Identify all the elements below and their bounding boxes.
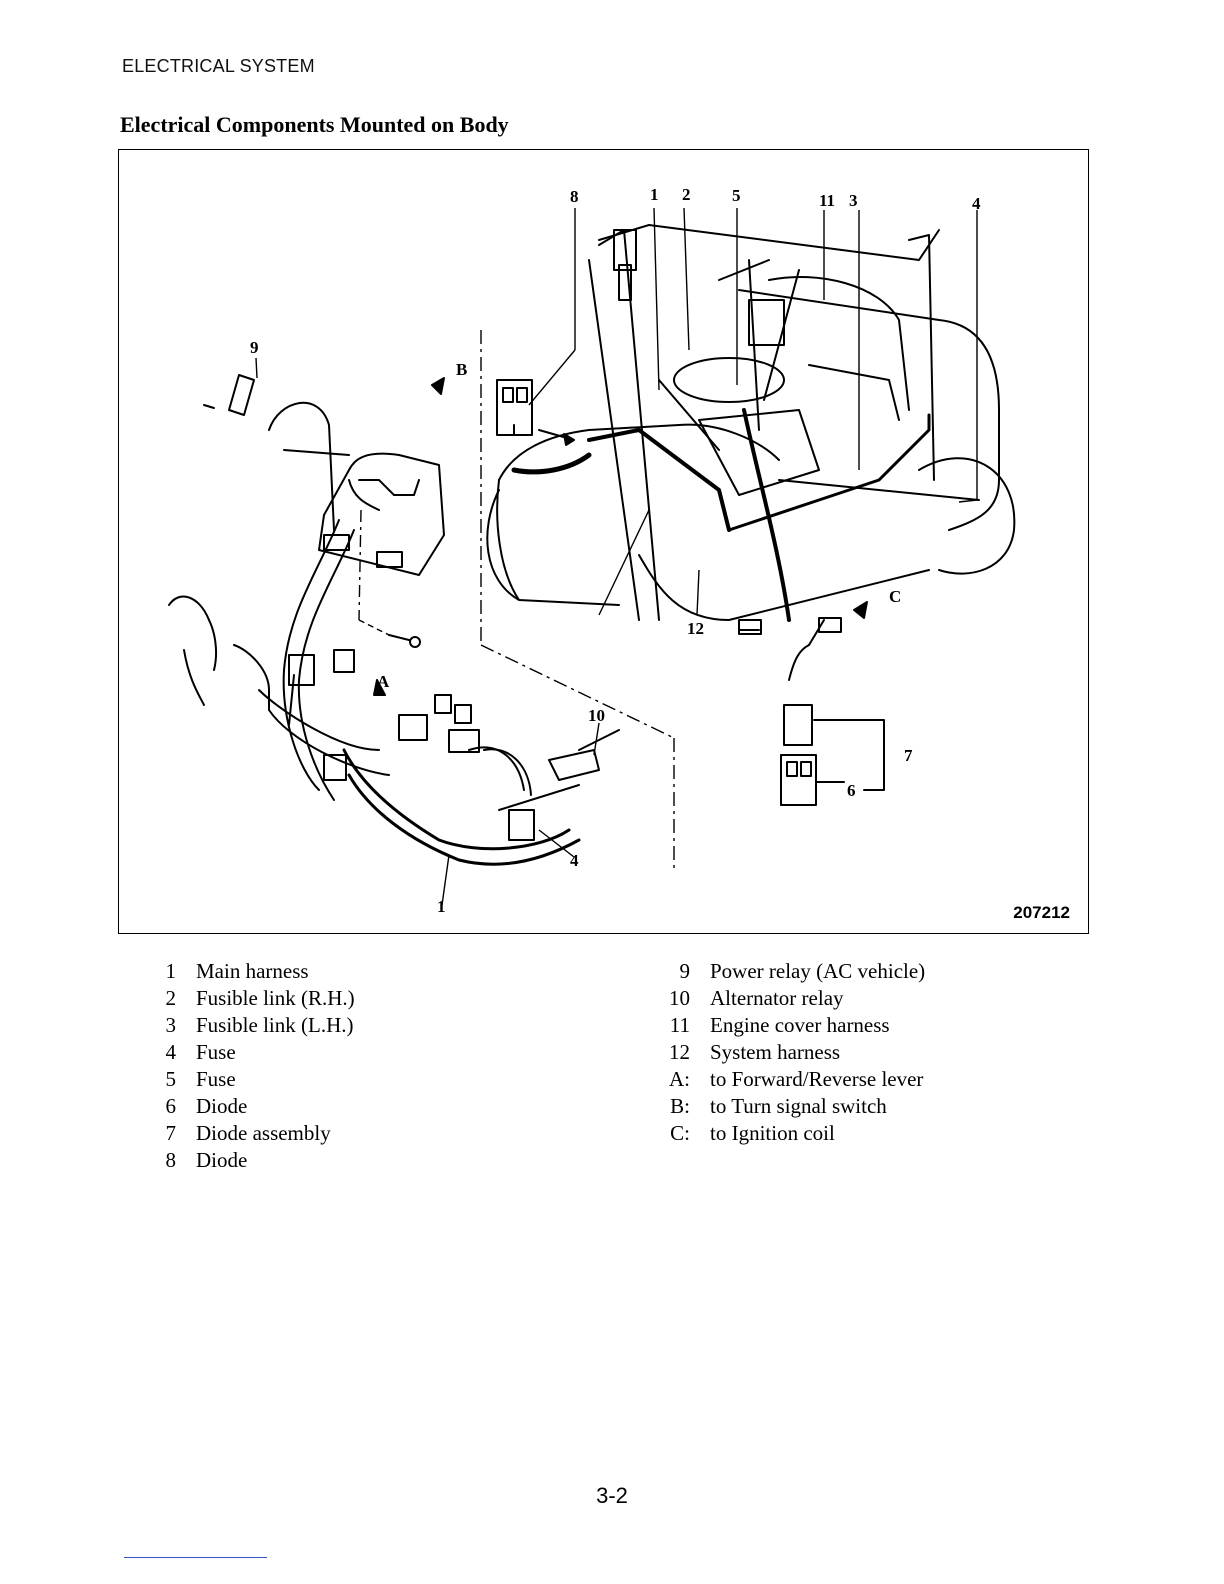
legend-number: 3 bbox=[165, 1013, 177, 1037]
legend-label: Diode bbox=[196, 1094, 248, 1118]
legend-item: 11 Engine cover harness bbox=[650, 1012, 925, 1039]
wiring-diagram-figure: 8 1 2 5 11 3 4 9 B A 10 12 C 7 6 4 1 207… bbox=[118, 149, 1089, 934]
legend-number: 10 bbox=[669, 986, 690, 1010]
callout-1-top: 1 bbox=[650, 185, 659, 204]
legend-number: 4 bbox=[165, 1040, 177, 1064]
legend-item: 1 Main harness bbox=[150, 958, 355, 985]
legend-label: Engine cover harness bbox=[710, 1013, 890, 1037]
callout-4-top: 4 bbox=[972, 194, 981, 213]
legend-label: Alternator relay bbox=[710, 986, 844, 1010]
legend-item: 2 Fusible link (R.H.) bbox=[150, 985, 355, 1012]
callout-a: A bbox=[377, 672, 390, 691]
legend-item: B: to Turn signal switch bbox=[650, 1093, 925, 1120]
callout-7: 7 bbox=[904, 746, 913, 765]
legend-item: 7 Diode assembly bbox=[150, 1120, 355, 1147]
legend-item: 6 Diode bbox=[150, 1093, 355, 1120]
legend-number: 2 bbox=[165, 986, 177, 1010]
legend-label: Diode bbox=[196, 1148, 248, 1172]
legend-item: 12 System harness bbox=[650, 1039, 925, 1066]
legend-number: 8 bbox=[165, 1148, 177, 1172]
callout-6: 6 bbox=[847, 781, 856, 800]
callout-8: 8 bbox=[570, 187, 579, 206]
callout-1-bottom: 1 bbox=[437, 897, 446, 916]
page-number: 3-2 bbox=[596, 1483, 628, 1508]
legend-item: 5 Fuse bbox=[150, 1066, 355, 1093]
legend-number: 1 bbox=[165, 959, 177, 983]
legend-item: 3 Fusible link (L.H.) bbox=[150, 1012, 355, 1039]
section-title: Electrical Components Mounted on Body bbox=[120, 112, 509, 137]
legend-number: 9 bbox=[679, 959, 691, 983]
figure-id: 207212 bbox=[1013, 903, 1070, 922]
legend-label: to Ignition coil bbox=[710, 1121, 835, 1145]
legend-label: Power relay (AC vehicle) bbox=[710, 959, 926, 983]
legend-item: 10 Alternator relay bbox=[650, 985, 925, 1012]
callout-c: C bbox=[889, 587, 902, 606]
legend-label: Fuse bbox=[196, 1067, 236, 1091]
legend-label: Fuse bbox=[196, 1040, 236, 1064]
legend-number: 11 bbox=[669, 1013, 690, 1037]
legend-label: System harness bbox=[710, 1040, 841, 1064]
callout-12: 12 bbox=[687, 619, 704, 638]
legend-number: 5 bbox=[165, 1067, 177, 1091]
callout-4-bottom: 4 bbox=[570, 851, 579, 870]
legend-number: 7 bbox=[165, 1121, 177, 1145]
callout-9: 9 bbox=[250, 338, 259, 357]
legend-right: 9 Power relay (AC vehicle) 10 Alternator r… bbox=[650, 958, 925, 1147]
wiring-illustration bbox=[168, 207, 1016, 906]
legend-number: A: bbox=[669, 1067, 690, 1091]
legend-number: C: bbox=[670, 1121, 690, 1145]
legend-item: 9 Power relay (AC vehicle) bbox=[650, 958, 926, 985]
callout-3: 3 bbox=[849, 191, 858, 210]
legend-number: 12 bbox=[669, 1040, 690, 1064]
legend-item: A: to Forward/Reverse lever bbox=[650, 1066, 925, 1093]
callout-b: B bbox=[456, 360, 468, 379]
footer-rule bbox=[124, 1557, 267, 1558]
legend-number: 6 bbox=[165, 1094, 177, 1118]
legend-label: Diode assembly bbox=[196, 1121, 331, 1145]
callout-5: 5 bbox=[732, 186, 741, 205]
legend-item: 8 Diode bbox=[150, 1147, 355, 1174]
legend-item: 4 Fuse bbox=[150, 1039, 355, 1066]
legend-item: C: to Ignition coil bbox=[650, 1120, 925, 1147]
legend-label: to Turn signal switch bbox=[710, 1094, 887, 1118]
callout-10: 10 bbox=[588, 706, 605, 725]
legend-number: B: bbox=[670, 1094, 690, 1118]
legend-label: Fusible link (R.H.) bbox=[196, 986, 355, 1010]
legend-label: Fusible link (L.H.) bbox=[196, 1013, 354, 1037]
legend-left: 1 Main harness 2 Fusible link (R.H.) 3 Fusi… bbox=[150, 958, 355, 1174]
callout-11: 11 bbox=[819, 191, 836, 210]
page-header: ELECTRICAL SYSTEM bbox=[122, 56, 315, 76]
callout-2: 2 bbox=[682, 185, 691, 204]
legend-label: to Forward/Reverse lever bbox=[710, 1067, 924, 1091]
legend-label: Main harness bbox=[196, 959, 309, 983]
